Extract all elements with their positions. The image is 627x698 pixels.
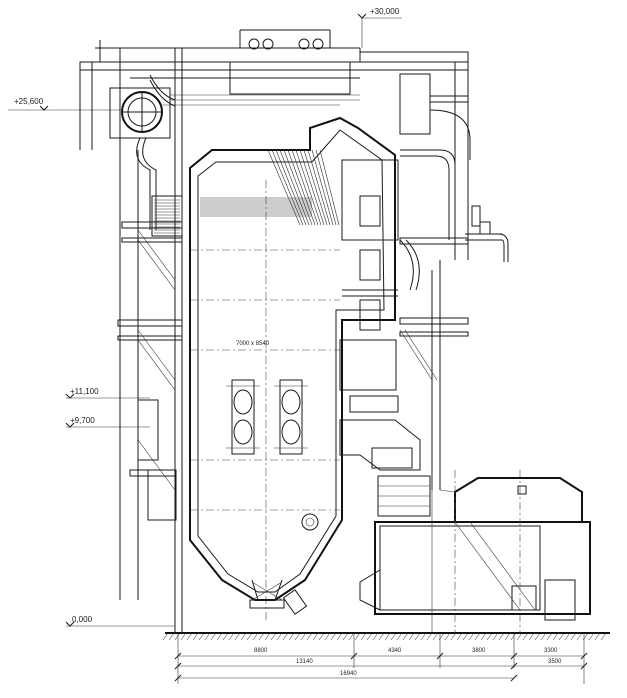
level-mark-burner-upper: +11,100 [65, 387, 150, 399]
dim-16940: 16940 [340, 671, 357, 677]
furnace-section-label: 7000 x 8540 [236, 341, 270, 347]
level-mark-top: +30,000 [357, 7, 402, 48]
steam-drum [109, 87, 171, 230]
level-mark-drum-label: +25,600 [14, 97, 44, 106]
burner-left [226, 379, 260, 455]
steel-frame [79, 40, 469, 633]
dim-3300: 3300 [544, 648, 558, 654]
level-mark-ground-label: 0,000 [72, 615, 93, 624]
level-mark-burner-upper-label: +11,100 [70, 387, 99, 396]
right-piping [399, 109, 509, 291]
dim-8800: 8800 [254, 648, 268, 654]
level-mark-burner-lower: +9,700 [65, 416, 150, 428]
superheater-bank [151, 195, 183, 237]
level-mark-burner-lower-label: +9,700 [70, 416, 95, 425]
burner-right [274, 379, 308, 455]
ground-line [162, 632, 610, 641]
top-piping [130, 29, 468, 135]
level-mark-ground: 0,000 [65, 615, 175, 627]
level-mark-drum: +25,600 [8, 97, 120, 111]
dim-4340: 4340 [388, 648, 402, 654]
air-heater [359, 470, 591, 633]
dim-13140: 13140 [296, 659, 313, 665]
dim-3500: 3500 [548, 659, 562, 665]
dim-3800: 3800 [472, 648, 486, 654]
furnace: 7000 x 8540 [189, 116, 396, 620]
dimension-lines: 8800 4340 3800 3300 13140 3500 16940 [174, 633, 588, 684]
level-mark-top-label: +30,000 [370, 7, 400, 16]
second-pass [339, 159, 431, 517]
